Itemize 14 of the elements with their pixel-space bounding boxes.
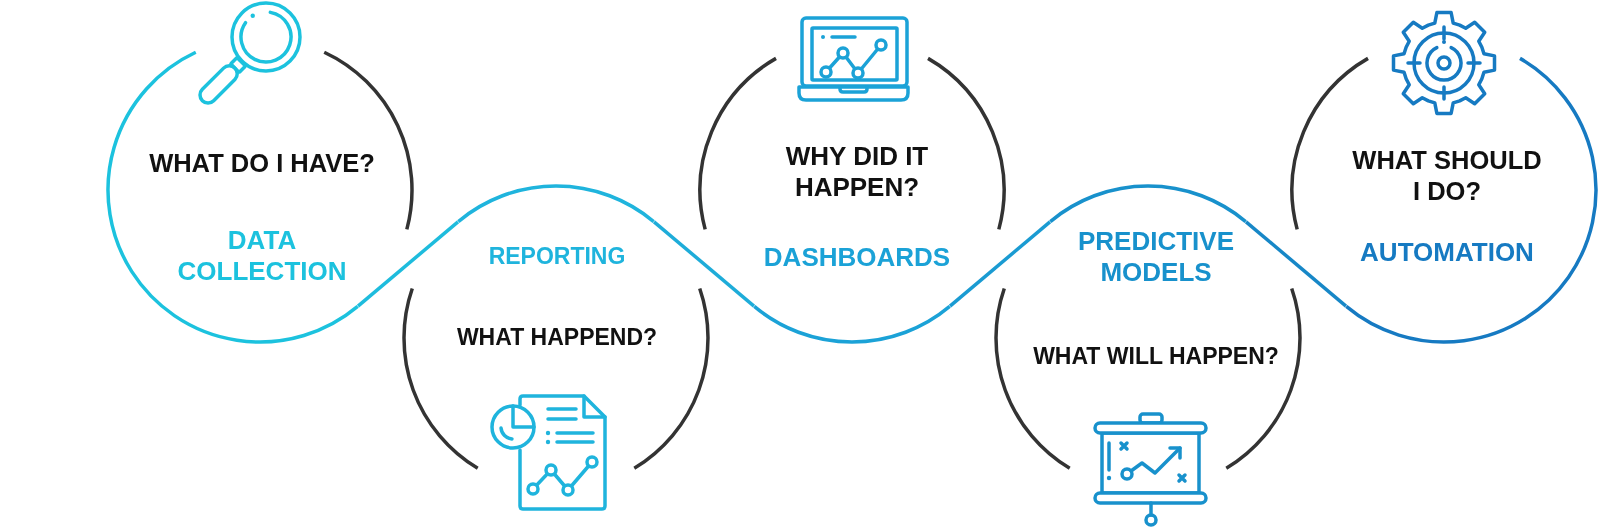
question-text: WHY DID IT HAPPEN? [784, 140, 930, 204]
question-text: WHAT HAPPEND? [455, 324, 659, 352]
stage-title: AUTOMATION [1359, 237, 1535, 269]
question-text: WHAT DO I HAVE? [148, 147, 376, 179]
question-text: WHAT SHOULD I DO? [1351, 145, 1543, 207]
wave-line [948, 220, 1052, 308]
stage-title: DATA COLLECTION [176, 224, 348, 288]
wave-line [652, 220, 756, 308]
wave-line [356, 220, 460, 308]
stage-title: PREDICTIVE MODELS [1077, 225, 1235, 289]
stage-title: REPORTING [487, 243, 627, 271]
question-text: WHAT WILL HAPPEN? [1032, 343, 1280, 371]
stage-title: DASHBOARDS [762, 242, 952, 274]
wave-line [1244, 220, 1348, 308]
